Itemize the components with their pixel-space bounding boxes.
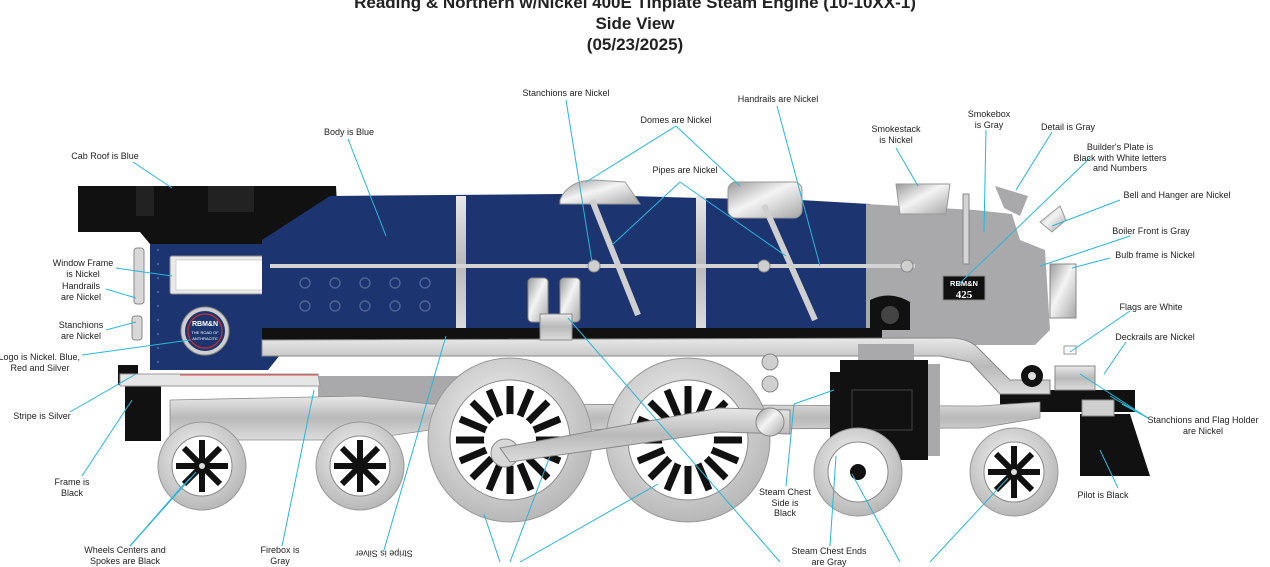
dome-rear [559, 179, 641, 205]
diagram-title-line2: Side View [595, 14, 675, 33]
label-cab-roof: Cab Roof is Blue [71, 151, 139, 161]
cab-logo: RBM&N THE ROAD OF ANTHRACITE [180, 306, 230, 356]
pipe-rear [589, 198, 641, 317]
label-stanchions-top: Stanchions are Nickel [522, 88, 610, 98]
flag-holder [1054, 365, 1096, 391]
smokestack [895, 183, 951, 215]
plate-line1: RBM&N [950, 279, 978, 288]
trailing-wheel-front [315, 421, 405, 511]
logo-text-3: ANTHRACITE [192, 336, 218, 341]
logo-text-1: RBM&N [192, 321, 218, 328]
cylinder-deck [261, 337, 1051, 395]
smokebox [866, 204, 1050, 345]
logo-text-2: THE ROAD OF [191, 330, 219, 335]
diagram-title-line1: Reading & Northern w/Nickel 400E Tinplat… [354, 0, 916, 12]
cab-handrail [133, 247, 145, 305]
label-flags: Flags are White [1119, 302, 1183, 312]
bell [1039, 205, 1067, 233]
label-logo: Logo is Nickel. Blue,Red and Silver [0, 352, 80, 373]
label-deckrails: Deckrails are Nickel [1115, 332, 1195, 342]
label-pipes: Pipes are Nickel [652, 165, 718, 175]
main-rod [499, 407, 791, 463]
bulb-frame [1049, 263, 1077, 319]
label-domes: Domes are Nickel [640, 115, 712, 125]
label-stripe-left: Stripe is Silver [13, 411, 71, 421]
label-bell: Bell and Hanger are Nickel [1123, 190, 1231, 200]
label-stripe-bottom: Stripe is Silver [355, 548, 413, 559]
running-board [119, 373, 321, 387]
plate-line2: 425 [956, 289, 973, 301]
diagram-title-line3: (05/23/2025) [586, 35, 684, 54]
flag [1063, 345, 1077, 355]
pilot [1080, 414, 1150, 476]
label-bulb-frame: Bulb frame is Nickel [1115, 250, 1195, 260]
driver-wheel-rear [427, 357, 593, 523]
label-boiler-front: Boiler Front is Gray [1112, 226, 1190, 236]
leader-lines [69, 99, 1149, 562]
label-handrails-top: Handrails are Nickel [737, 94, 819, 104]
pipe-front [761, 203, 818, 322]
builders-plate: RBM&N 425 [942, 275, 986, 301]
pilot-wheel-front [969, 427, 1059, 517]
label-pilot: Pilot is Black [1077, 490, 1129, 500]
trailing-wheel-rear [157, 421, 247, 511]
boiler-body [262, 194, 870, 330]
pilot-wheel-rear [813, 427, 903, 517]
label-detail: Detail is Gray [1040, 122, 1095, 132]
detail-gray [995, 186, 1028, 216]
label-body: Body is Blue [323, 127, 375, 137]
